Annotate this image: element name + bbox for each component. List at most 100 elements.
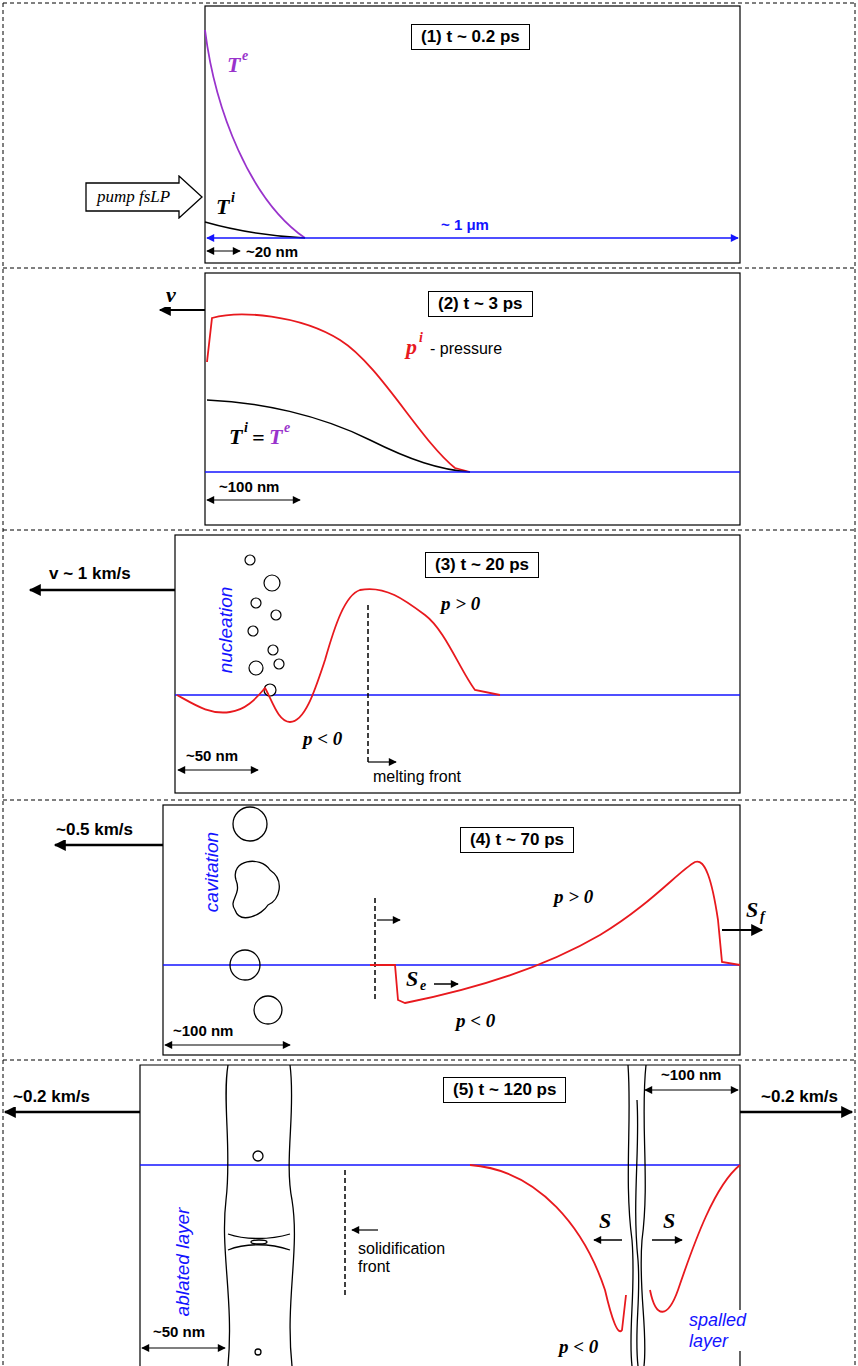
symbol: S — [405, 966, 419, 991]
symbol: = — [251, 425, 266, 450]
symbol: S — [745, 897, 759, 922]
dimension-label: ~50 nm — [152, 1323, 206, 1340]
ablated-layer-shape — [224, 1065, 294, 1366]
symbol: S — [598, 1208, 612, 1233]
curve-label: - pressure — [429, 340, 503, 358]
region-label: ablated layer — [172, 1207, 194, 1318]
velocity-arrow — [30, 589, 175, 592]
front-label: solidification front — [357, 1240, 459, 1277]
drawing-line — [3, 530, 855, 531]
spall-crack — [628, 1065, 646, 1366]
drawing-line — [3, 268, 855, 269]
superscript: i — [230, 190, 236, 206]
front-arrow — [368, 761, 396, 762]
symbol: T — [215, 194, 230, 219]
drawing-circle — [251, 598, 261, 608]
drawing-circle — [271, 610, 281, 620]
time-label: (5) t ~ 120 ps — [453, 1080, 556, 1099]
ion-temperature-curve — [205, 222, 305, 238]
superscript: i — [418, 330, 424, 346]
drawing-ellipse — [251, 1240, 267, 1244]
superscript: e — [241, 48, 249, 64]
drawing-rect — [175, 535, 740, 793]
symbol: v — [165, 282, 177, 307]
symbol: T — [226, 52, 241, 77]
drawing-circle — [268, 645, 278, 655]
time-box: (3) t ~ 20 ps — [425, 552, 539, 578]
time-box: (4) t ~ 70 ps — [460, 827, 574, 853]
velocity-label: ~0.2 km/s — [760, 1087, 839, 1107]
time-label: (3) t ~ 20 ps — [435, 555, 529, 574]
velocity-label: v ~ 1 km/s — [48, 564, 132, 584]
cavitation-bubbles — [233, 807, 279, 918]
electron-temperature-curve — [205, 30, 305, 238]
solidification-front-line — [344, 1170, 346, 1296]
front-arrow — [377, 919, 400, 920]
nucleation-bubbles — [245, 555, 284, 675]
region-label: nucleation — [215, 586, 237, 675]
front-arrow — [352, 1229, 378, 1230]
symbol: T — [228, 424, 243, 449]
velocity-arrow — [740, 1111, 852, 1114]
dimension-arrow — [207, 499, 300, 500]
subscript: f — [759, 909, 766, 925]
axis-line — [163, 964, 740, 965]
drawing-rect — [205, 6, 740, 263]
drawing-rect — [163, 805, 740, 1055]
wave-arrow — [594, 1239, 622, 1241]
drawing-line — [3, 1060, 855, 1061]
drawing-path — [641, 1065, 646, 1366]
time-label: (4) t ~ 70 ps — [470, 830, 564, 849]
pump-pulse-arrow: pump fsLP — [85, 175, 202, 219]
dimension-label: ~ 1 μm — [440, 216, 490, 233]
drawing-line — [3, 3, 4, 1366]
axis-line — [140, 1164, 740, 1165]
time-box: (2) t ~ 3 ps — [428, 291, 533, 317]
velocity-label: ~0.5 km/s — [55, 820, 134, 840]
drawing-path — [233, 861, 279, 917]
drawing-circle — [249, 661, 263, 675]
superscript: i — [243, 420, 249, 436]
drawing-circle — [254, 996, 282, 1024]
superscript: e — [283, 420, 291, 436]
pressure-curve — [207, 314, 470, 472]
time-box: (5) t ~ 120 ps — [443, 1077, 566, 1103]
drawing-circle — [245, 555, 255, 565]
drawing-circle — [230, 950, 260, 980]
drawing-path — [636, 1100, 639, 1366]
symbol: p — [405, 334, 418, 359]
axis-line — [205, 471, 740, 472]
pressure-curve — [470, 1165, 626, 1331]
drawing-circle — [253, 1151, 263, 1161]
pulse-label: pump fsLP — [97, 187, 170, 206]
dimension-arrow — [165, 1044, 290, 1045]
arrow-shape — [86, 176, 202, 218]
panel-frames — [3, 3, 855, 1366]
dimension-label: ~100 nm — [660, 1066, 722, 1083]
wave-arrow — [434, 983, 458, 985]
pressure-label: p > 0 — [553, 886, 594, 908]
cavitation-bubbles — [230, 950, 282, 1024]
velocity-arrow — [55, 844, 163, 847]
melting-front-line — [367, 605, 369, 765]
drawing-circle — [233, 807, 267, 841]
drawing-path — [289, 1065, 294, 1366]
drawing-circle — [264, 575, 280, 591]
drawing-circle — [274, 659, 284, 669]
dimension-arrow — [142, 1347, 225, 1348]
drawing-path — [628, 1065, 633, 1366]
pressure-label: p < 0 — [558, 1336, 599, 1358]
time-box: (1) t ~ 0.2 ps — [411, 24, 530, 50]
time-label: (2) t ~ 3 ps — [438, 294, 523, 313]
pressure-curve — [370, 862, 740, 1003]
symbol: S — [662, 1208, 676, 1233]
drawing-path — [140, 1065, 740, 1366]
drawing-path — [228, 1234, 290, 1239]
pressure-curve — [650, 1165, 740, 1312]
shock-arrow — [722, 929, 762, 931]
drawing-circle — [255, 1349, 261, 1355]
region-label: spalled layer — [688, 1310, 752, 1351]
pressure-label: p > 0 — [440, 593, 481, 615]
dimension-arrow — [645, 1089, 738, 1090]
drawing-path — [228, 1245, 290, 1250]
